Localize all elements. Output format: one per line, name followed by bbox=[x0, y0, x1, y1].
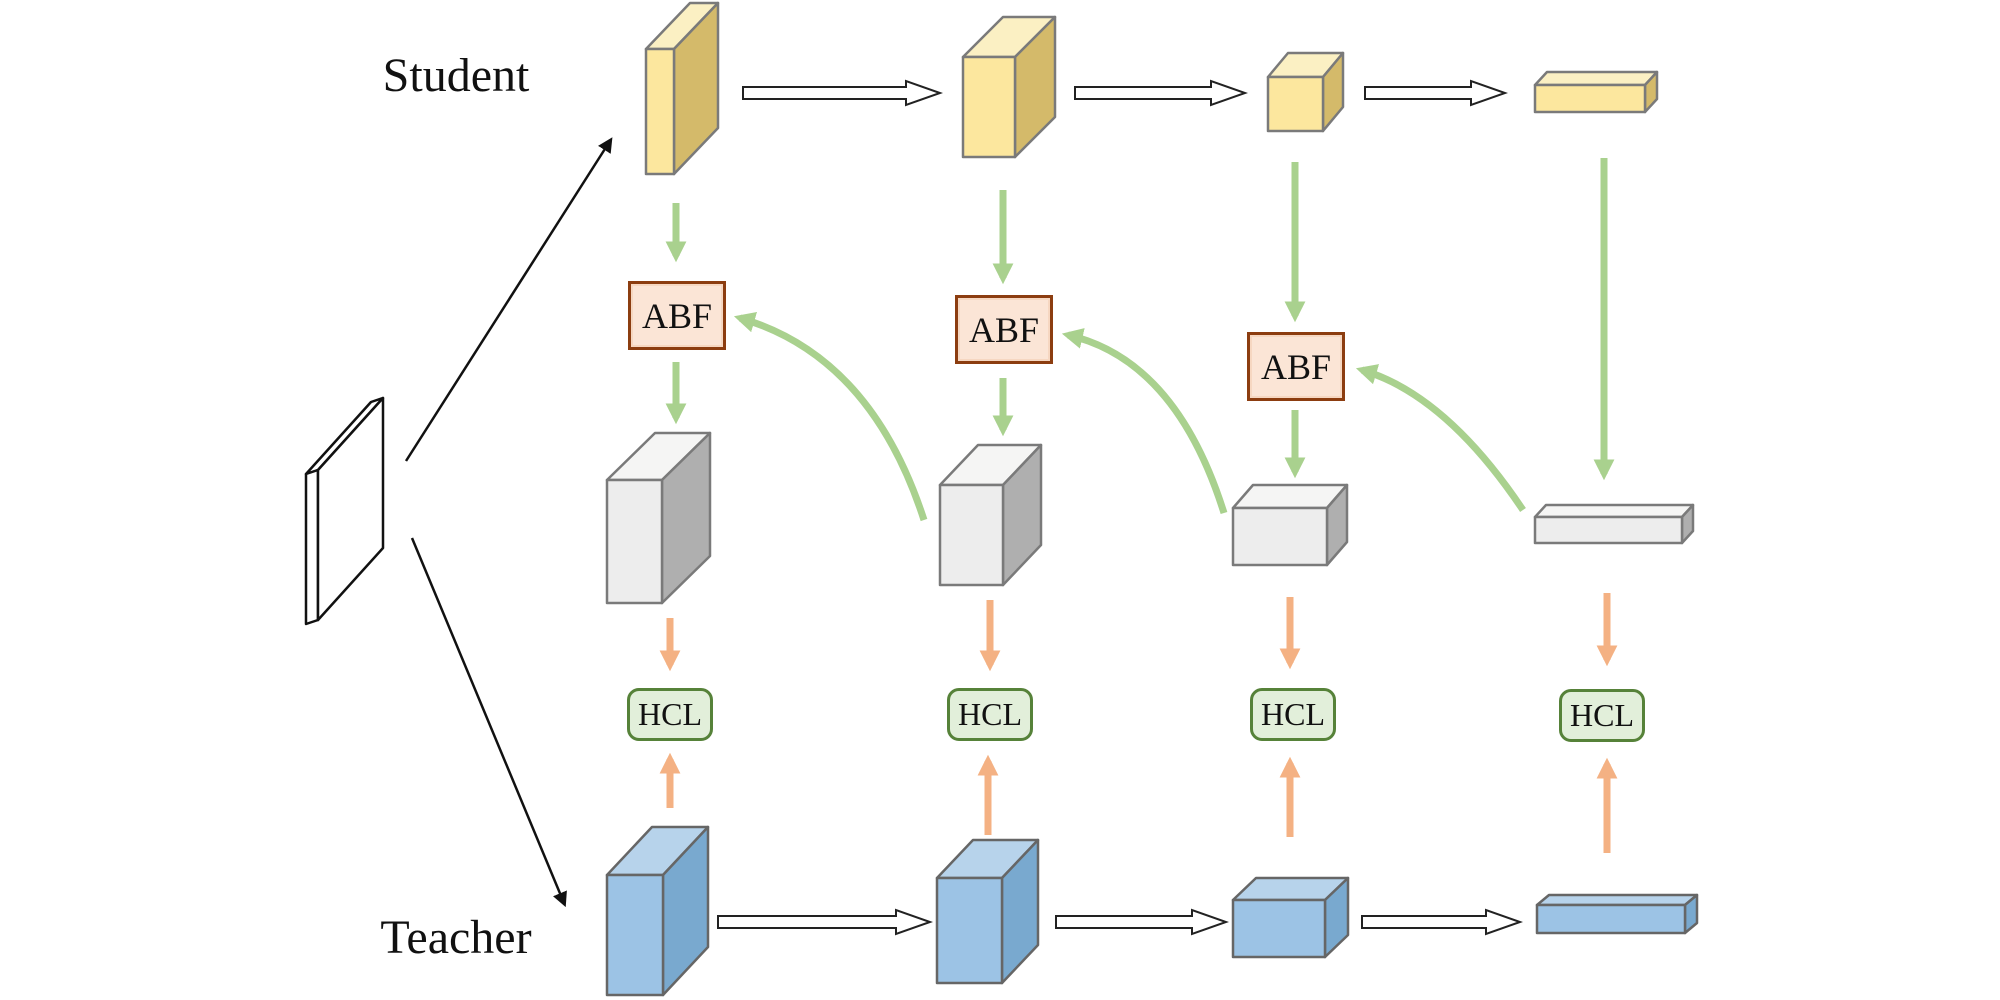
abf-module-3-label: ABF bbox=[1260, 346, 1332, 387]
input-to-teacher-arrow bbox=[410, 537, 567, 908]
hcl-module-1: HCL bbox=[627, 688, 713, 741]
teacher-feature-block-3 bbox=[1231, 876, 1350, 959]
hcl-module-3-label: HCL bbox=[1261, 696, 1325, 732]
abf-module-1: ABF bbox=[628, 281, 726, 350]
input-image-slab bbox=[304, 396, 385, 626]
hcl-module-4-label: HCL bbox=[1570, 697, 1634, 733]
student-label: Student bbox=[382, 49, 530, 102]
hcl-module-2: HCL bbox=[947, 688, 1033, 741]
student-feature-block-1 bbox=[644, 1, 720, 176]
residual-curve-arrow-2 bbox=[1061, 328, 1228, 515]
fused-feature-block-3 bbox=[1231, 483, 1349, 567]
hcl-module-4: HCL bbox=[1559, 689, 1645, 742]
fused-feature-block-1 bbox=[605, 431, 712, 605]
hcl-module-1-label: HCL bbox=[638, 696, 702, 732]
hcl-module-3: HCL bbox=[1250, 688, 1336, 741]
teacher-feature-block-1 bbox=[605, 825, 710, 997]
teacher-flow-arrow-2 bbox=[1055, 908, 1230, 936]
abf-module-2: ABF bbox=[955, 295, 1053, 364]
abf-module-1-label: ABF bbox=[641, 295, 713, 336]
hcl-module-2-label: HCL bbox=[958, 696, 1022, 732]
input-to-student-arrow bbox=[404, 137, 613, 462]
student-feature-block-3 bbox=[1266, 51, 1345, 133]
teacher-flow-arrow-3 bbox=[1361, 908, 1524, 936]
student-feature-block-4 bbox=[1533, 70, 1659, 114]
teacher-feature-block-2 bbox=[935, 838, 1040, 985]
fused-feature-block-2 bbox=[938, 443, 1043, 587]
fused-feature-block-4 bbox=[1533, 503, 1695, 545]
student-flow-arrow-3 bbox=[1364, 79, 1509, 107]
teacher-flow-arrow-1 bbox=[717, 908, 934, 936]
student-flow-arrow-2 bbox=[1074, 79, 1249, 107]
student-feature-block-2 bbox=[961, 15, 1057, 159]
student-flow-arrow-1 bbox=[742, 79, 944, 107]
teacher-feature-block-4 bbox=[1535, 893, 1699, 935]
abf-module-2-label: ABF bbox=[968, 309, 1040, 350]
teacher-label: Teacher bbox=[380, 911, 532, 964]
residual-curve-arrow-3 bbox=[1355, 364, 1526, 512]
residual-curve-arrow-1 bbox=[733, 312, 928, 522]
abf-module-3: ABF bbox=[1247, 332, 1345, 401]
